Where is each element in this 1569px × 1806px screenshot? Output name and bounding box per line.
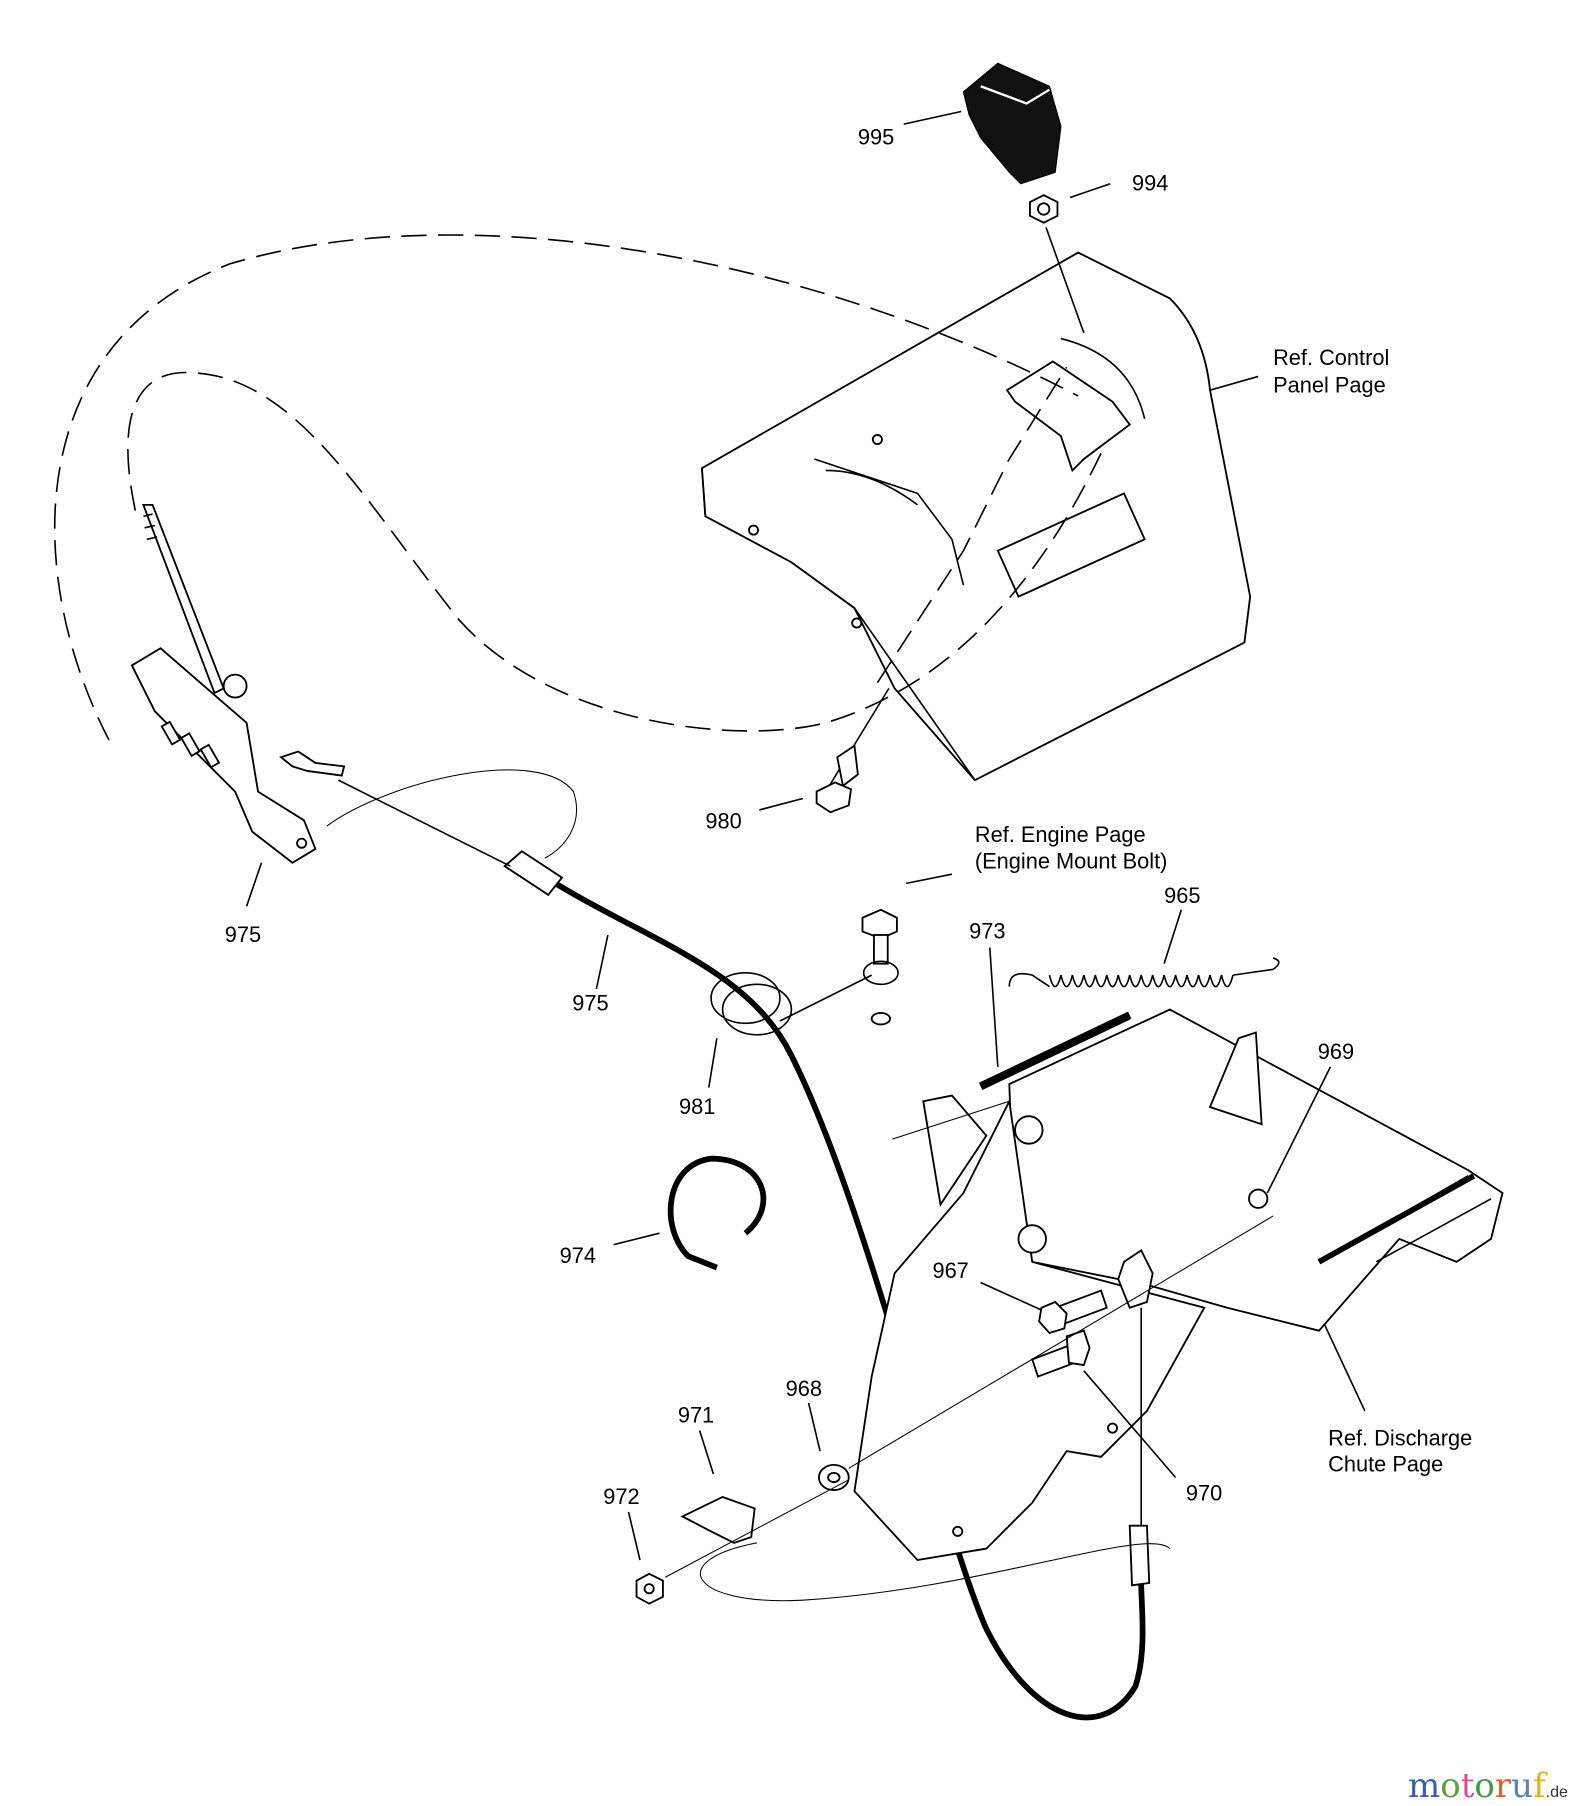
bolt [1031, 1289, 1108, 1378]
part-number-980: 980 [705, 808, 741, 833]
spring [1008, 957, 1280, 988]
part-number-975: 975 [225, 922, 261, 947]
ref-discharge-chute-line1: Ref. Discharge [1328, 1425, 1472, 1450]
part-number-972: 972 [603, 1484, 639, 1509]
dashed-route [127, 371, 1102, 732]
part-number-975-cable: 975 [572, 991, 608, 1016]
engine-mount-bolt [861, 908, 899, 1026]
screw [815, 744, 859, 814]
dashed-route [53, 234, 1079, 741]
ref-engine-page-line2: (Engine Mount Bolt) [975, 848, 1168, 873]
cable-clamp [710, 972, 873, 1036]
part-number-981: 981 [679, 1094, 715, 1119]
ref-control-panel-line2: Panel Page [1273, 372, 1386, 397]
control-panel [700, 251, 1252, 782]
part-number-973: 973 [969, 918, 1005, 943]
part-number-970: 970 [1186, 1480, 1222, 1505]
part-number-974: 974 [560, 1243, 596, 1268]
shift-knob [962, 62, 1062, 185]
chute-assembly [853, 1008, 1504, 1562]
dashed-route [876, 366, 1068, 684]
part-number-967: 967 [932, 1258, 968, 1283]
bracket-clip [680, 1495, 756, 1544]
rod [978, 1011, 1132, 1090]
part-number-971: 971 [678, 1402, 714, 1427]
shift-rod-bracket [130, 503, 317, 864]
spring-clip [667, 1155, 767, 1271]
ref-discharge-chute-line2: Chute Page [1328, 1452, 1443, 1477]
watermark-logo: motoruf.de [1408, 1766, 1568, 1806]
ref-engine-page-line1: Ref. Engine Page [975, 822, 1146, 847]
part-number-995: 995 [858, 125, 894, 150]
part-number-965: 965 [1164, 883, 1200, 908]
part-number-969: 969 [1318, 1039, 1354, 1064]
hex-nut [1029, 194, 1059, 224]
part-number-994: 994 [1132, 171, 1168, 196]
ref-control-panel-line1: Ref. Control [1273, 345, 1389, 370]
part-number-968: 968 [786, 1376, 822, 1401]
